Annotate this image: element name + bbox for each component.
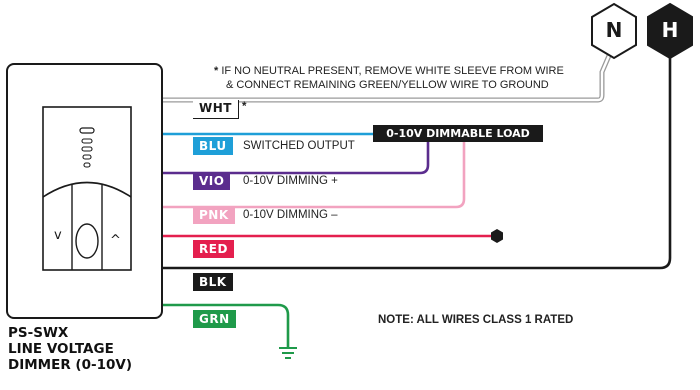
neutral-note: * IF NO NEUTRAL PRESENT, REMOVE WHITE SL… (214, 64, 564, 92)
ground-icon (279, 347, 297, 359)
wire-cap-icon (491, 229, 503, 243)
device-title: PS-SWX LINE VOLTAGE DIMMER (0-10V) (8, 325, 132, 373)
device-title-line-3: DIMMER (0-10V) (8, 357, 132, 373)
blk-wire-tag: BLK (193, 273, 233, 291)
grn-wire-tag: GRN (193, 310, 236, 328)
led-icon (81, 146, 93, 152)
blu-wire-tag: BLU (193, 137, 233, 155)
led-icon (81, 138, 93, 144)
pnk-wire (160, 142, 466, 209)
dim-up-icon: ^ (110, 233, 121, 248)
vio-wire-tag: VIO (193, 172, 231, 190)
class-rating-note: NOTE: ALL WIRES CLASS 1 RATED (378, 314, 574, 326)
pnk-wire-description: 0-10V DIMMING – (243, 209, 338, 221)
wht-wire-description: * (242, 101, 247, 113)
grn-wire (160, 303, 290, 347)
blk-wire (160, 44, 672, 270)
device-title-line-2: LINE VOLTAGE (8, 341, 114, 357)
note-line-1: IF NO NEUTRAL PRESENT, REMOVE WHITE SLEE… (221, 65, 564, 77)
dimmable-load-box: 0-10V DIMMABLE LOAD (373, 125, 543, 142)
wht-wire-tag: WHT (193, 100, 239, 119)
led-icon (82, 154, 92, 160)
note-asterisk: * (214, 65, 219, 77)
device-title-line-1: PS-SWX (8, 325, 69, 341)
red-wire-tag: RED (193, 240, 234, 258)
neutral-terminal-icon (591, 2, 637, 60)
wht-wire (160, 43, 617, 103)
hot-terminal-icon (647, 2, 693, 60)
pnk-wire-tag: PNK (193, 206, 235, 224)
note-line-2: & CONNECT REMAINING GREEN/YELLOW WIRE TO… (226, 79, 549, 91)
blu-wire-description: SWITCHED OUTPUT (243, 140, 355, 152)
air-gap-button-icon (75, 223, 99, 259)
dim-down-icon: v (54, 228, 62, 243)
rocker-paddle (42, 181, 132, 198)
vio-wire (160, 142, 430, 175)
hot-terminal-label: H (661, 18, 679, 42)
vio-wire-description: 0-10V DIMMING + (243, 175, 338, 187)
indicator-bar-icon (79, 127, 95, 134)
led-icon (83, 162, 91, 168)
neutral-terminal-label: N (605, 18, 623, 42)
